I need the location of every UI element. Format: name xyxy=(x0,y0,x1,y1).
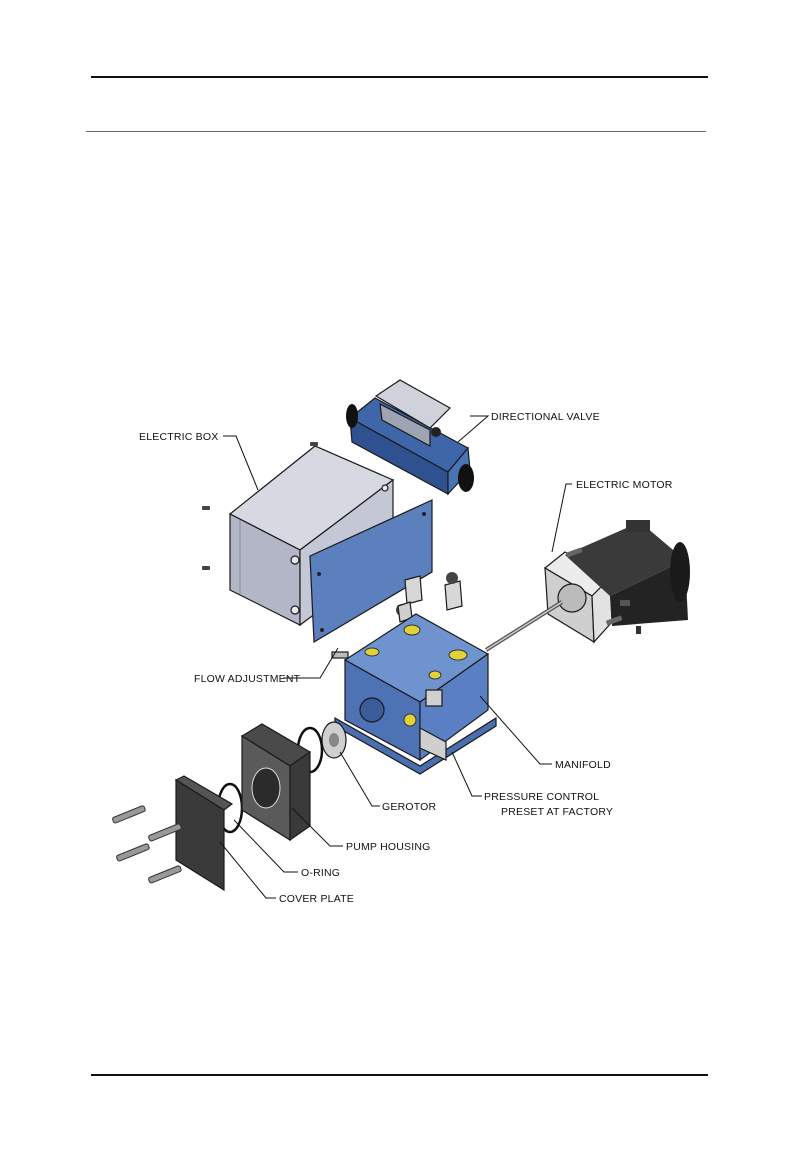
label-pressure-control: PRESSURE CONTROL xyxy=(484,791,599,803)
label-o-ring: O-RING xyxy=(301,867,340,879)
label-manifold: MANIFOLD xyxy=(555,759,611,771)
label-flow-adjustment: FLOW ADJUSTMENT xyxy=(194,673,301,685)
label-electric-motor: ELECTRIC MOTOR xyxy=(576,479,673,491)
cover-plate xyxy=(176,776,232,890)
label-gerotor: GEROTOR xyxy=(382,801,437,813)
gerotor xyxy=(322,722,346,758)
label-directional-valve: DIRECTIONAL VALVE xyxy=(491,411,600,423)
label-cover-plate: COVER PLATE xyxy=(279,893,354,905)
bolts xyxy=(112,805,182,883)
label-pump-housing: PUMP HOUSING xyxy=(346,841,430,853)
electric-motor xyxy=(486,520,690,650)
manifold xyxy=(332,614,496,774)
label-electric-box: ELECTRIC BOX xyxy=(139,431,218,443)
label-preset-at-factory: PRESET AT FACTORY xyxy=(501,806,613,818)
fittings xyxy=(396,572,462,622)
